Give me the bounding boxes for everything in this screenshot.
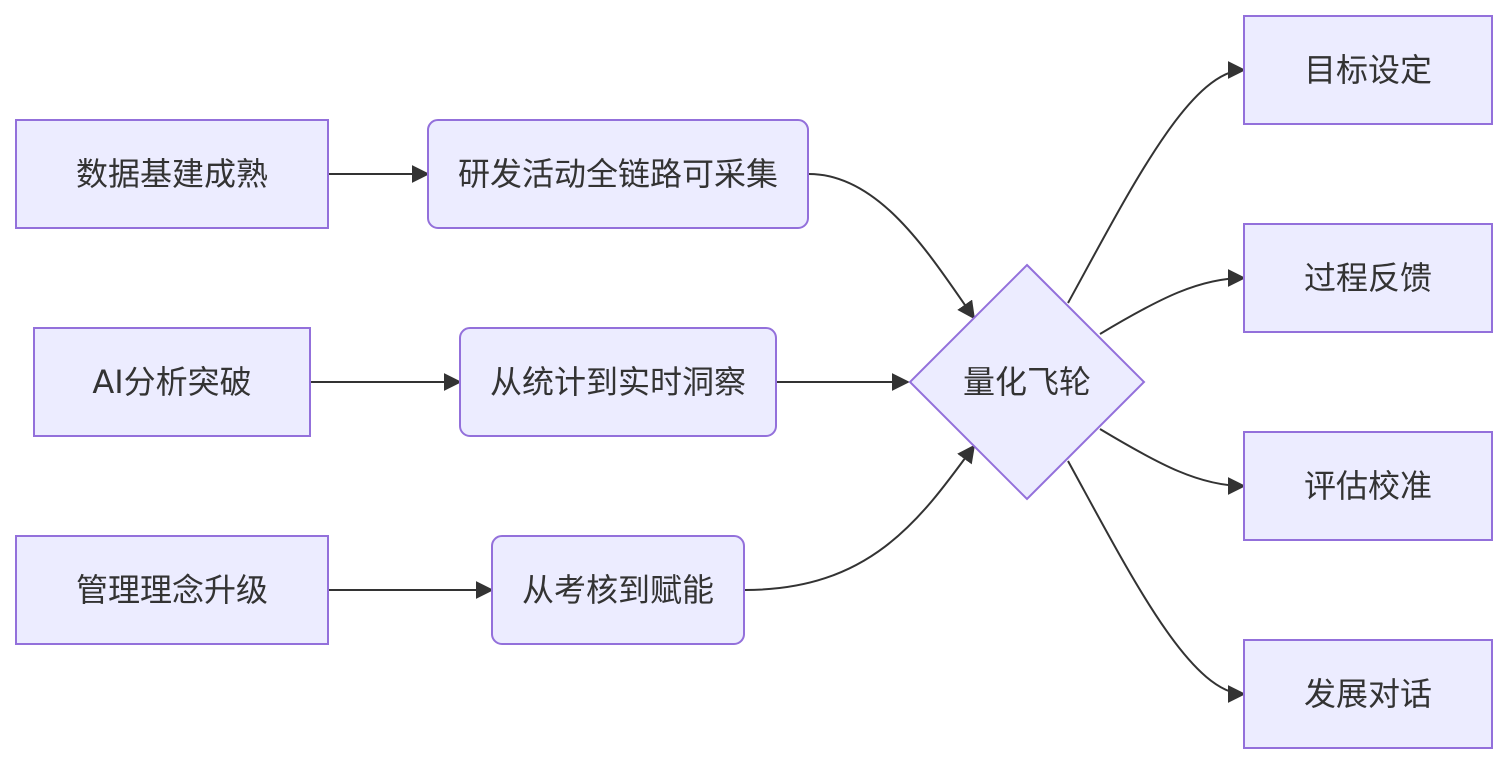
node-realtime-insight-label: 从统计到实时洞察 [490, 363, 746, 401]
node-dev-dialogue-label: 发展对话 [1304, 675, 1432, 713]
edge-flywheel-to-process-feedback [1099, 269, 1246, 335]
node-mgmt-upgrade-label: 管理理念升级 [76, 571, 268, 609]
node-goal-setting: 目标设定 [1243, 15, 1493, 125]
node-full-chain-label: 研发活动全链路可采集 [458, 155, 778, 193]
node-data-infra: 数据基建成熟 [15, 119, 329, 229]
node-enablement-label: 从考核到赋能 [522, 571, 714, 609]
node-process-feedback-label: 过程反馈 [1304, 259, 1432, 297]
edge-flywheel-to-dev-dialogue [1067, 460, 1246, 703]
edge-enablement-to-flywheel [744, 444, 976, 591]
edges [311, 61, 1246, 703]
node-evaluation: 评估校准 [1243, 431, 1493, 541]
node-realtime-insight: 从统计到实时洞察 [459, 327, 777, 437]
edge-flywheel-to-goal-setting [1067, 61, 1246, 304]
node-full-chain: 研发活动全链路可采集 [427, 119, 809, 229]
node-ai-breakthrough-label: AI分析突破 [92, 363, 251, 401]
node-dev-dialogue: 发展对话 [1243, 639, 1493, 749]
node-process-feedback: 过程反馈 [1243, 223, 1493, 333]
node-flywheel: 量化飞轮 [908, 263, 1146, 501]
node-mgmt-upgrade: 管理理念升级 [15, 535, 329, 645]
node-enablement: 从考核到赋能 [491, 535, 745, 645]
edge-flywheel-to-evaluation [1099, 428, 1246, 495]
node-ai-breakthrough: AI分析突破 [33, 327, 311, 437]
node-data-infra-label: 数据基建成熟 [76, 155, 268, 193]
node-goal-setting-label: 目标设定 [1304, 51, 1432, 89]
node-evaluation-label: 评估校准 [1304, 467, 1432, 505]
node-flywheel-label: 量化飞轮 [963, 363, 1091, 401]
edge-full-chain-to-flywheel [808, 173, 976, 320]
